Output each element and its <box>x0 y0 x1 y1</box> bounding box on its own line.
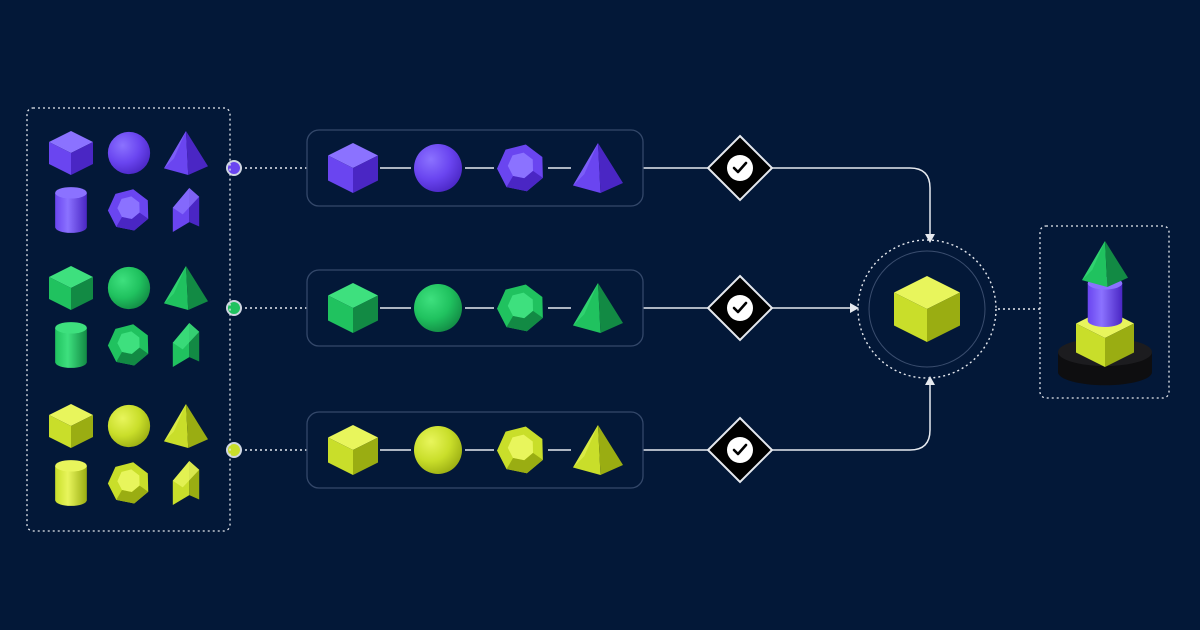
shapes-layer <box>49 131 1152 506</box>
purple-cube-icon <box>328 143 378 193</box>
top-merge-arrowhead <box>925 234 935 243</box>
source-library-panel <box>26 107 231 532</box>
purple-sphere-icon <box>414 144 462 192</box>
yellow-polyhedron-icon <box>497 426 543 474</box>
yellow-source-dot <box>226 442 242 458</box>
merge-node-outer-ring <box>857 239 997 379</box>
connectors <box>226 160 1040 458</box>
bottom-merge-arrowhead <box>925 376 935 385</box>
yellow-pyramid-icon <box>164 404 208 448</box>
validation-check-icon <box>706 416 774 484</box>
yellow-polyhedron-icon <box>107 462 149 504</box>
green-pyramid-icon <box>164 266 208 310</box>
purple-pipeline-panel <box>306 129 644 207</box>
purple-polyhedron-icon <box>107 189 149 231</box>
green-pyramid-icon <box>573 283 623 333</box>
purple-pyramid-icon <box>573 143 623 193</box>
green-pyramid-icon <box>1082 241 1128 287</box>
green-cylinder-icon <box>55 322 87 368</box>
validation-check-icon <box>706 274 774 342</box>
yellow-pyramid-icon <box>573 425 623 475</box>
yellow-pipeline-panel <box>306 411 644 489</box>
green-polyhedron-icon <box>497 284 543 332</box>
yellow-wedge-icon <box>172 461 200 505</box>
purple-sphere-icon <box>107 131 151 175</box>
yellow-cube-icon <box>328 425 378 475</box>
green-wedge-icon <box>172 323 200 367</box>
yellow-cube-icon <box>49 404 93 448</box>
green-cube-icon <box>49 266 93 310</box>
mid-merge-arrowhead <box>850 303 859 313</box>
purple-source-dot <box>226 160 242 176</box>
green-sphere-icon <box>107 266 151 310</box>
green-pipeline-panel <box>306 269 644 347</box>
purple-cube-icon <box>49 131 93 175</box>
yellow-cylinder-icon <box>55 460 87 506</box>
yellow-sphere-icon <box>414 426 462 474</box>
validation-check-icon <box>706 134 774 202</box>
output-panel <box>1039 225 1170 399</box>
top-merge-line <box>772 167 931 236</box>
purple-polyhedron-icon <box>497 144 543 192</box>
yellow-cube-icon <box>894 276 960 342</box>
purple-pyramid-icon <box>164 131 208 175</box>
purple-wedge-icon <box>172 188 200 232</box>
green-cube-icon <box>328 283 378 333</box>
purple-cylinder-icon <box>55 187 87 233</box>
yellow-sphere-icon <box>107 404 151 448</box>
green-sphere-icon <box>414 284 462 332</box>
final-stack <box>1058 241 1152 386</box>
bottom-merge-line <box>772 382 931 451</box>
green-polyhedron-icon <box>107 324 149 366</box>
green-source-dot <box>226 300 242 316</box>
